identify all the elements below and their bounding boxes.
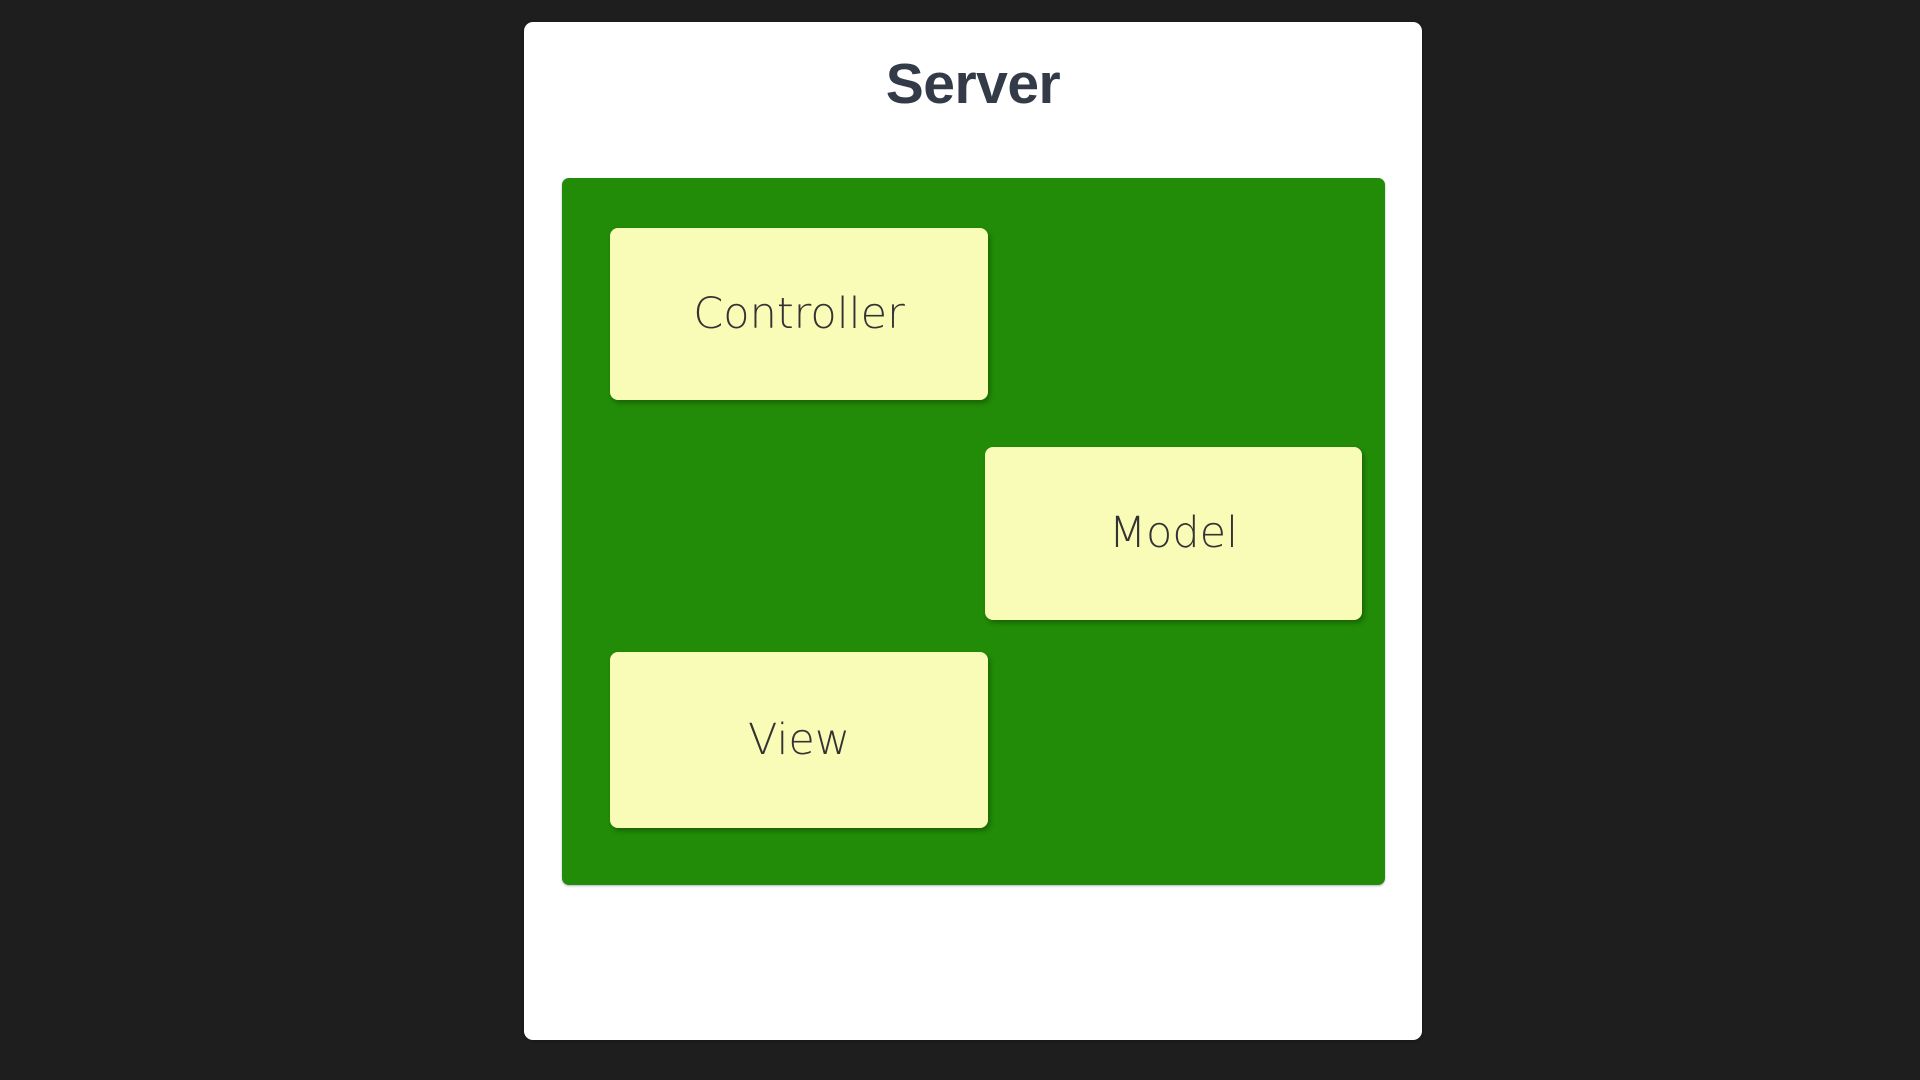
node-view[interactable]: View bbox=[610, 652, 988, 828]
node-model[interactable]: Model bbox=[985, 447, 1362, 620]
diagram-card: Server Controller Model View bbox=[524, 22, 1422, 1040]
node-model-label: Model bbox=[1108, 508, 1239, 558]
node-controller[interactable]: Controller bbox=[610, 228, 988, 400]
page-title: Server bbox=[885, 52, 1061, 116]
node-controller-label: Controller bbox=[693, 288, 905, 339]
cluster-server: Controller Model View bbox=[562, 178, 1385, 885]
node-view-label: View bbox=[747, 714, 851, 765]
